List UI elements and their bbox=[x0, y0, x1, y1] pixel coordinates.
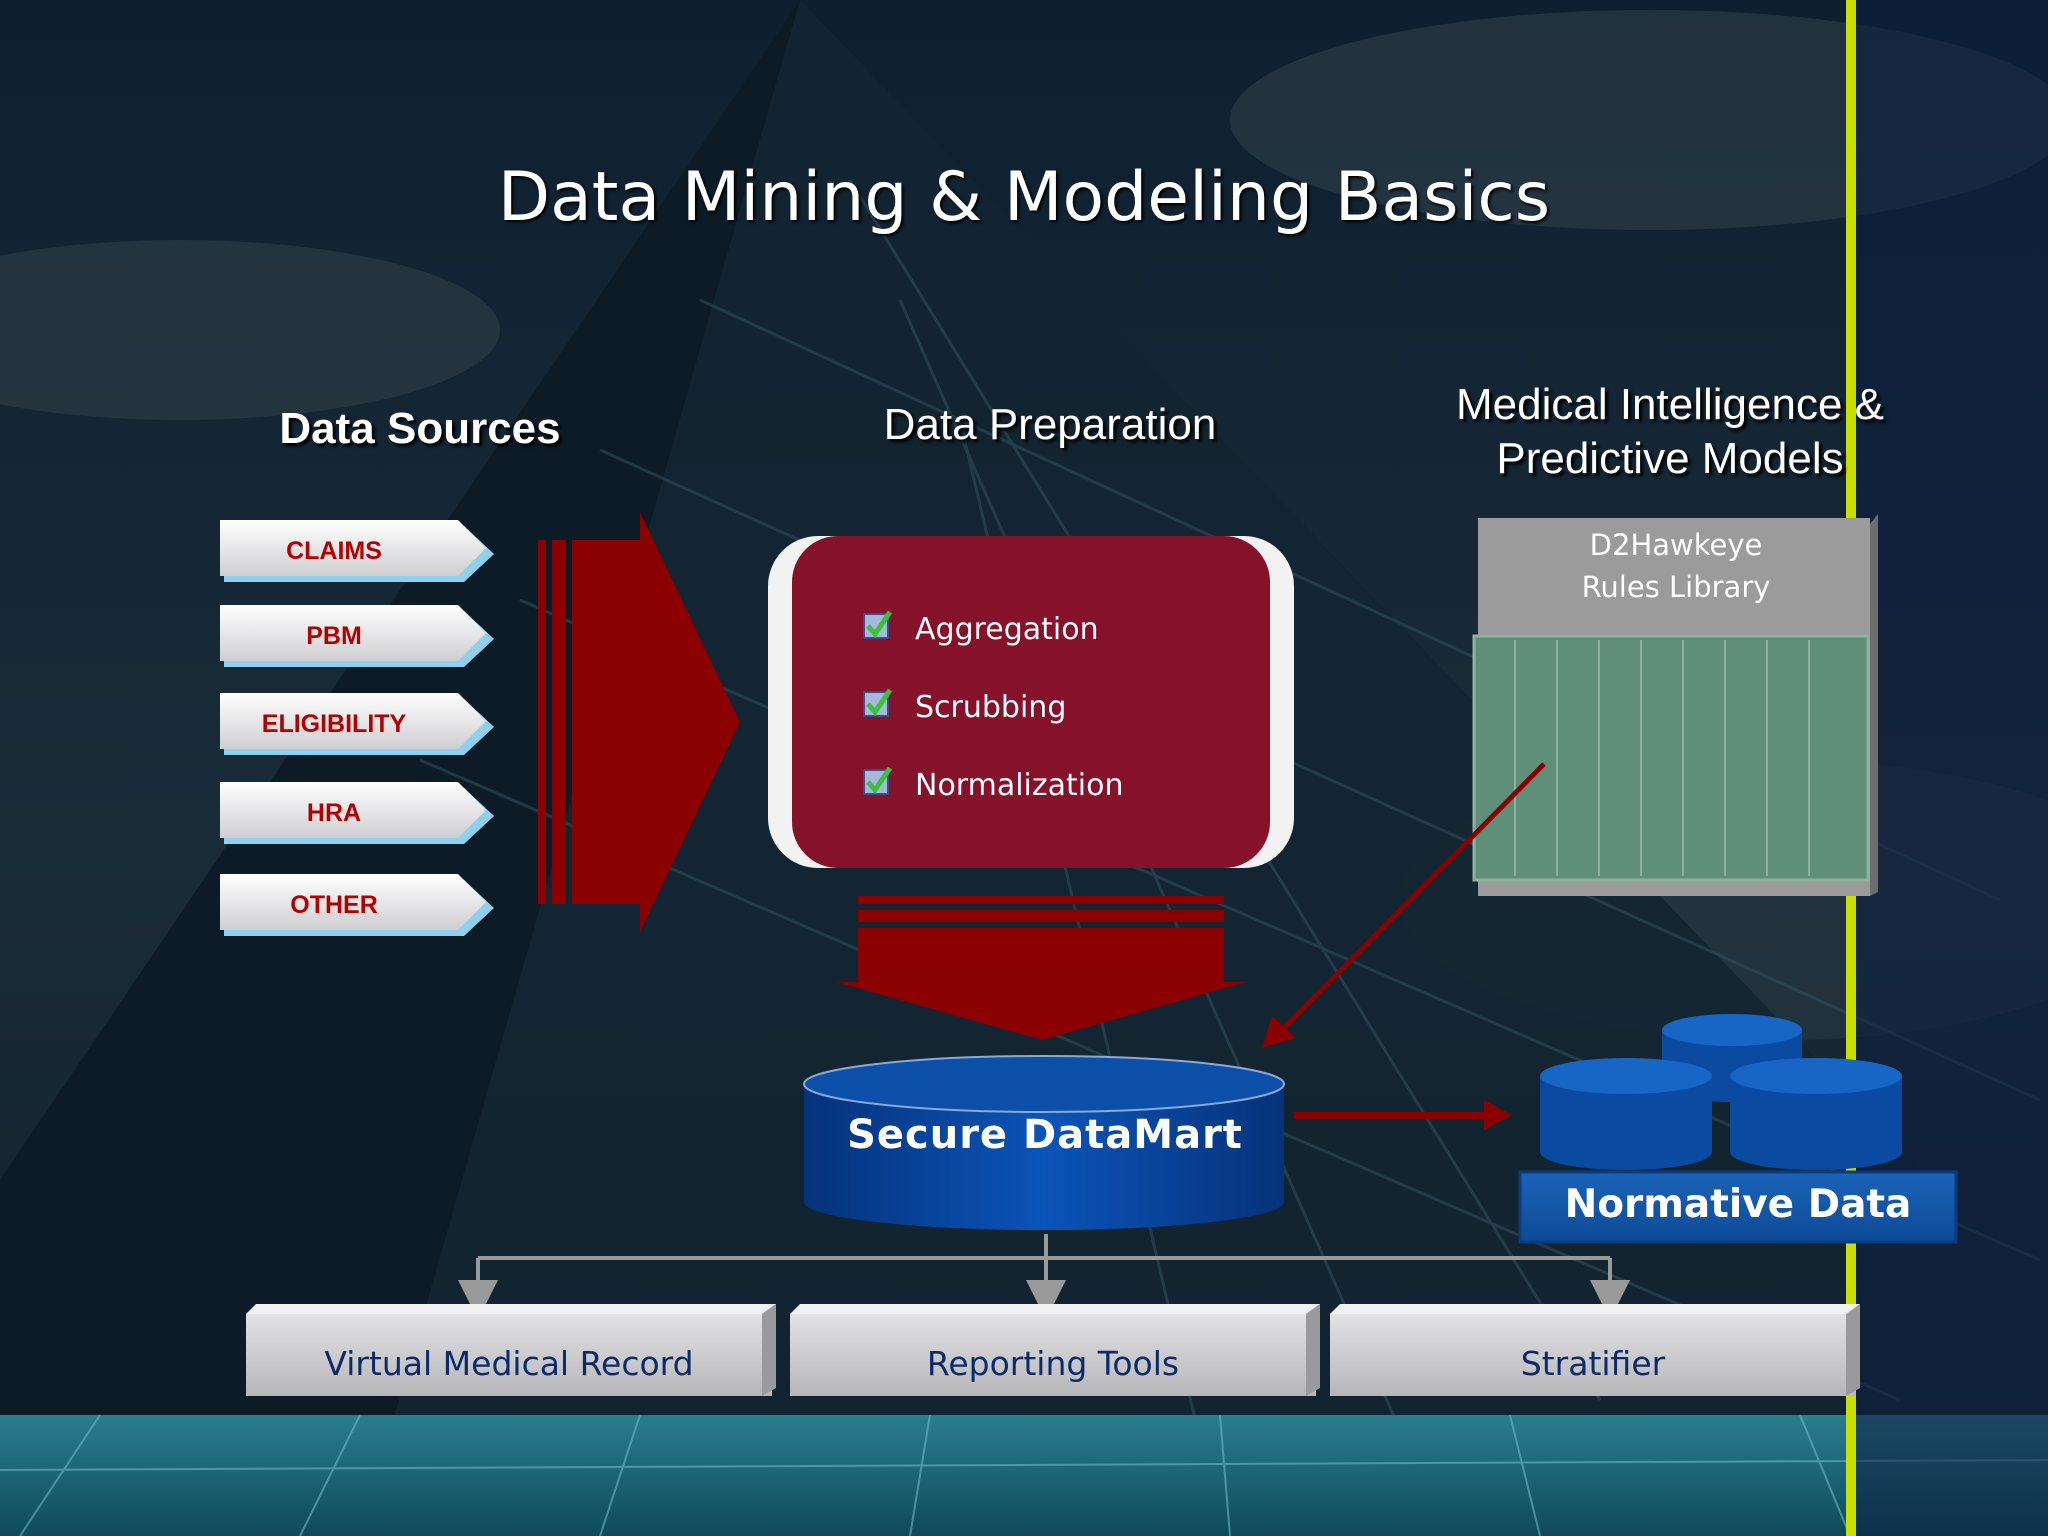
rules-library-stripes bbox=[1514, 640, 1810, 876]
checkbox-checked-icon bbox=[863, 688, 893, 717]
rules-library-line1: D2Hawkeye bbox=[1589, 528, 1763, 562]
column-heading-models-line2: Predictive Models bbox=[1496, 434, 1844, 483]
output-virtual-medical-record: Virtual Medical Record bbox=[324, 1344, 694, 1383]
rules-library-panel bbox=[1472, 634, 1870, 882]
normative-data-label: Normative Data bbox=[1564, 1182, 1912, 1227]
source-claims: CLAIMS bbox=[286, 537, 382, 565]
checkbox-checked-icon bbox=[863, 610, 893, 639]
output-button-shapes bbox=[246, 1304, 1860, 1396]
datamart-label: Secure DataMart bbox=[847, 1112, 1243, 1158]
source-hra: HRA bbox=[306, 799, 362, 827]
prep-step-normalization: Normalization bbox=[915, 768, 1124, 803]
prep-step-aggregation: Aggregation bbox=[915, 612, 1099, 647]
glass-floor bbox=[0, 1415, 2048, 1536]
datamart-cylinder bbox=[803, 1055, 1285, 1230]
source-other: OTHER bbox=[290, 891, 378, 919]
flow-arrow-down bbox=[836, 896, 1246, 1040]
prep-step-scrubbing: Scrubbing bbox=[915, 690, 1067, 725]
right-panel bbox=[1856, 0, 2048, 1536]
datamart-to-normative-arrow bbox=[1294, 1100, 1512, 1130]
normative-cylinders bbox=[1540, 1014, 1902, 1170]
output-connectors bbox=[458, 1234, 1630, 1320]
source-eligibility: ELIGIBILITY bbox=[261, 710, 407, 738]
pyramid-shadow-face bbox=[0, 0, 800, 1536]
rules-library-line2: Rules Library bbox=[1581, 570, 1771, 604]
cloud bbox=[1230, 10, 2048, 230]
checkbox-checked-icon bbox=[863, 766, 893, 795]
column-heading-data-preparation: Data Preparation bbox=[883, 400, 1217, 449]
prep-box bbox=[792, 536, 1270, 868]
rules-library-label: D2Hawkeye Rules Library bbox=[1478, 524, 1874, 608]
column-heading-data-sources: Data Sources bbox=[279, 404, 561, 453]
output-stratifier: Stratifier bbox=[1520, 1344, 1666, 1383]
cloud bbox=[0, 240, 500, 420]
source-arrow bbox=[220, 520, 494, 936]
normative-box bbox=[1518, 1170, 1958, 1244]
page-title: Data Mining & Modeling Basics bbox=[497, 158, 1551, 237]
source-pbm: PBM bbox=[306, 622, 362, 650]
flow-arrow-right bbox=[538, 512, 740, 932]
rules-to-datamart-arrow bbox=[1262, 762, 1546, 1048]
column-heading-models-line1: Medical Intelligence & bbox=[1455, 380, 1884, 429]
output-reporting-tools: Reporting Tools bbox=[926, 1344, 1180, 1383]
glass-floor-grid bbox=[0, 1414, 2048, 1536]
